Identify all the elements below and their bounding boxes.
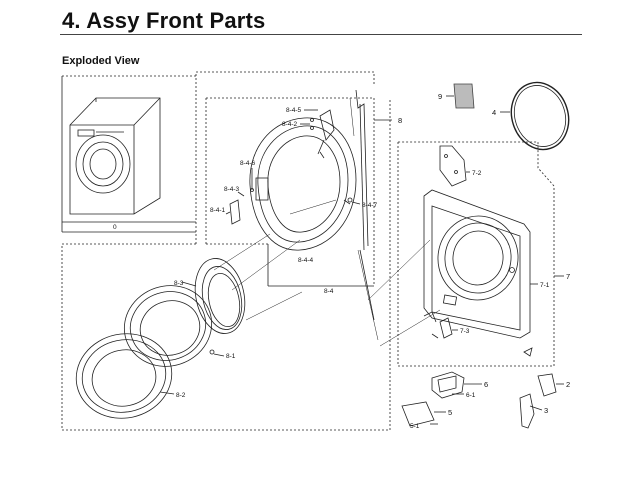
callout-6: 6 <box>484 380 488 389</box>
hinge-plate <box>439 145 470 187</box>
explode-guide-lines <box>213 97 379 341</box>
hinge-bracket <box>310 109 335 159</box>
callout-9: 9 <box>438 92 442 101</box>
callout-7-3: 7-3 <box>460 328 470 335</box>
leader-8-1 <box>213 353 225 357</box>
filter-mesh <box>453 83 475 109</box>
callout-3: 3 <box>544 406 548 415</box>
callout-7-2: 7-2 <box>472 170 482 177</box>
cover-plate <box>401 401 446 427</box>
front-panel <box>423 189 531 339</box>
fastener <box>523 347 533 357</box>
callout-8-4-3: 8-4-3 <box>224 186 240 193</box>
door-gasket <box>510 81 570 151</box>
bracket-2 <box>537 373 564 397</box>
callout-8-4-1: 8-4-1 <box>210 207 226 214</box>
callout-5: 5 <box>448 408 452 417</box>
door-frame <box>249 117 357 251</box>
page-title: 4. Assy Front Parts <box>62 8 266 33</box>
callout-8-2: 8-2 <box>176 392 186 399</box>
callout-7: 7 <box>566 272 570 281</box>
main-assembly-boundary <box>61 71 391 431</box>
inset-washer-box <box>61 75 197 244</box>
callout-4: 4 <box>492 108 496 117</box>
callout-8-4-7: 8-4-7 <box>362 202 378 209</box>
hinge-pin <box>347 197 361 205</box>
callout-8-4-6: 8-4-6 <box>240 160 256 167</box>
callout-8-4-5: 8-4-5 <box>286 107 302 114</box>
door-ring <box>194 258 246 334</box>
callout-8: 8 <box>398 116 402 125</box>
callout-7-1: 7-1 <box>540 282 550 289</box>
callout-6-1: 6-1 <box>466 392 476 399</box>
callout-8-4-2: 8-4-2 <box>282 121 298 128</box>
front-panel-box <box>397 141 555 367</box>
leader-8-2 <box>159 391 175 395</box>
callout-5-1: 5-1 <box>410 423 420 430</box>
door-glass <box>123 285 215 367</box>
callout-0: 0 <box>113 224 117 231</box>
switch-assembly <box>431 371 482 399</box>
door-lock <box>423 311 458 339</box>
door-panel-plane <box>355 89 375 321</box>
section-title: Exploded View <box>62 55 140 67</box>
callout-8-4-4: 8-4-4 <box>298 257 314 264</box>
door-cover <box>75 333 173 419</box>
leader-8-3 <box>181 281 197 287</box>
door-assembly-box <box>205 97 392 287</box>
callout-8-4: 8-4 <box>324 288 334 295</box>
door-handle-parts <box>225 168 254 225</box>
actuator-3 <box>519 393 543 429</box>
callout-2: 2 <box>566 380 570 389</box>
callout-8-1: 8-1 <box>226 353 236 360</box>
title-divider <box>60 34 582 35</box>
panel-guide-lines <box>367 239 441 347</box>
callout-8-3: 8-3 <box>174 280 184 287</box>
